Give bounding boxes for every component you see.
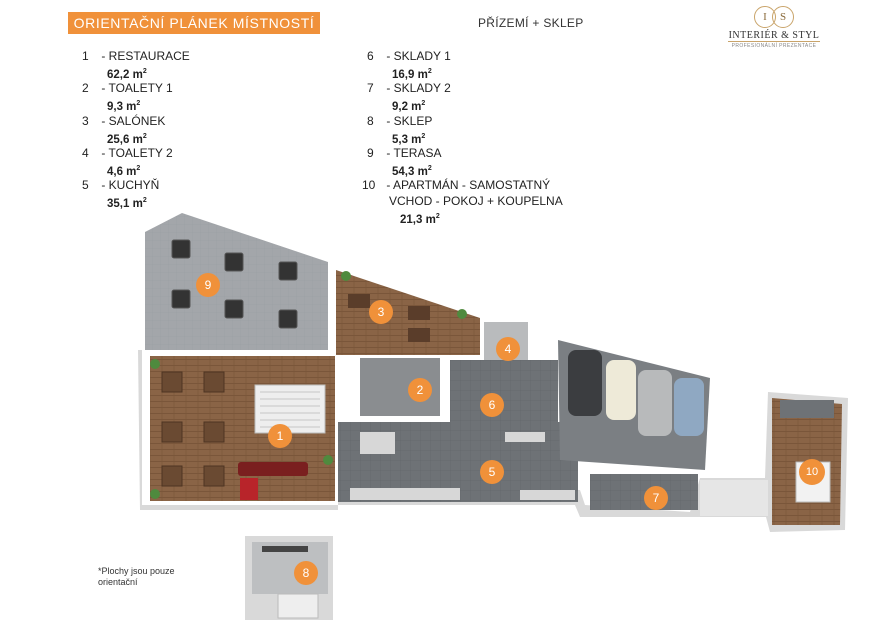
badge-8-text: 8: [303, 566, 310, 580]
area-note: *Plochy jsou pouze orientační: [98, 566, 175, 587]
kitchen-counters: [350, 432, 575, 500]
page-title-banner: ORIENTAČNÍ PLÁNEK MÍSTNOSTÍ: [68, 12, 320, 34]
badge-10: [799, 459, 825, 485]
legend-name: - TOALETY 1: [101, 81, 173, 95]
badge-2: [408, 378, 432, 402]
badge-6: [480, 393, 504, 417]
cellar-shelves: [262, 546, 308, 552]
badge-1-text: 1: [277, 429, 284, 443]
legend-room-1: 1 - RESTAURACE 62,2 m2: [82, 48, 190, 83]
badge-4-text: 4: [505, 342, 512, 356]
legend-area: 25,6 m2: [107, 133, 147, 146]
logo-tagline: PROFESIONÁLNÍ PREZENTACE: [731, 43, 817, 49]
room-badges: 9 3 4 2 6 1 5 7 10 8: [196, 273, 825, 585]
legend-num: 7: [367, 81, 374, 95]
logo-monogram: I S: [752, 6, 796, 28]
legend-area: 62,2 m2: [107, 68, 147, 81]
badge-5-text: 5: [489, 465, 496, 479]
legend-name: - TOALETY 2: [101, 146, 173, 160]
legend-area: 21,3 m2: [400, 213, 440, 226]
badge-9-text: 9: [205, 278, 212, 292]
legend-num: 4: [82, 146, 89, 160]
bar-counter: [238, 462, 308, 476]
badge-9: [196, 273, 220, 297]
legend-room-9: 9 - TERASA 54,3 m2: [367, 145, 441, 180]
legend-num: 2: [82, 81, 89, 95]
staircase: [254, 384, 326, 434]
legend-num: 10: [362, 178, 376, 192]
badge-1: [268, 424, 292, 448]
legend-name: - SKLADY 2: [386, 81, 451, 95]
legend-room-5: 5 - KUCHYŇ 35,1 m2: [82, 177, 159, 212]
legend-area: 5,3 m2: [392, 133, 426, 146]
terrace-tables: [171, 239, 298, 329]
brand-logo: I S INTERIÉR & STYL PROFESIONÁLNÍ PREZEN…: [728, 6, 820, 49]
logo-letter-right: S: [772, 6, 794, 28]
legend-name: - KUCHYŇ: [101, 178, 160, 192]
legend-area: 16,9 m2: [392, 68, 432, 81]
legend-num: 1: [82, 49, 89, 63]
legend-name: - SALÓNEK: [101, 114, 166, 128]
legend-room-4: 4 - TOALETY 2 4,6 m2: [82, 145, 173, 180]
badge-3: [369, 300, 393, 324]
logo-name: INTERIÉR & STYL: [728, 30, 820, 42]
storage-2-area: [590, 474, 698, 510]
badge-8: [294, 561, 318, 585]
badge-6-text: 6: [489, 398, 496, 412]
badge-7-text: 7: [653, 491, 660, 505]
legend-name: - SKLADY 1: [386, 49, 451, 63]
legend-name: - RESTAURACE: [101, 49, 190, 63]
legend-name: - TERASA: [386, 146, 442, 160]
salonek-tables: [348, 294, 430, 342]
legend-num: 9: [367, 146, 374, 160]
storage-1-area: [450, 360, 558, 422]
badge-5: [480, 460, 504, 484]
legend-area: 9,3 m2: [107, 100, 141, 113]
badge-2-text: 2: [417, 383, 424, 397]
legend-area: 54,3 m2: [392, 165, 432, 178]
legend-name: - SKLEP: [386, 114, 433, 128]
legend-room-2: 2 - TOALETY 1 9,3 m2: [82, 80, 173, 115]
badge-7: [644, 486, 668, 510]
legend-name-line2: VCHOD - POKOJ + KOUPELNA: [389, 194, 563, 208]
legend-room-7: 7 - SKLADY 2 9,2 m2: [367, 80, 451, 115]
badge-3-text: 3: [378, 305, 385, 319]
floor-label: PŘÍZEMÍ + SKLEP: [478, 16, 584, 30]
legend-area: 4,6 m2: [107, 165, 141, 178]
legend-num: 5: [82, 178, 89, 192]
legend-num: 6: [367, 49, 374, 63]
legend-area: 9,2 m2: [392, 100, 426, 113]
legend-room-10: 10 - APARTMÁN - SAMOSTATNÝ VCHOD - POKOJ…: [362, 177, 563, 228]
restaurant-tables: [161, 371, 225, 487]
legend-num: 8: [367, 114, 374, 128]
corridor: [700, 480, 768, 516]
legend-area: 35,1 m2: [107, 197, 147, 210]
plants: [150, 271, 467, 499]
terrace-area: [145, 213, 328, 350]
badge-4: [496, 337, 520, 361]
legend-room-3: 3 - SALÓNEK 25,6 m2: [82, 113, 165, 148]
legend-num: 3: [82, 114, 89, 128]
legend-room-6: 6 - SKLADY 1 16,9 m2: [367, 48, 451, 83]
legend-room-8: 8 - SKLEP 5,3 m2: [367, 113, 432, 148]
garage-cars: [568, 350, 704, 436]
legend-name: - APARTMÁN - SAMOSTATNÝ: [386, 178, 551, 192]
page-title: ORIENTAČNÍ PLÁNEK MÍSTNOSTÍ: [73, 15, 315, 31]
badge-10-text: 10: [806, 466, 818, 478]
